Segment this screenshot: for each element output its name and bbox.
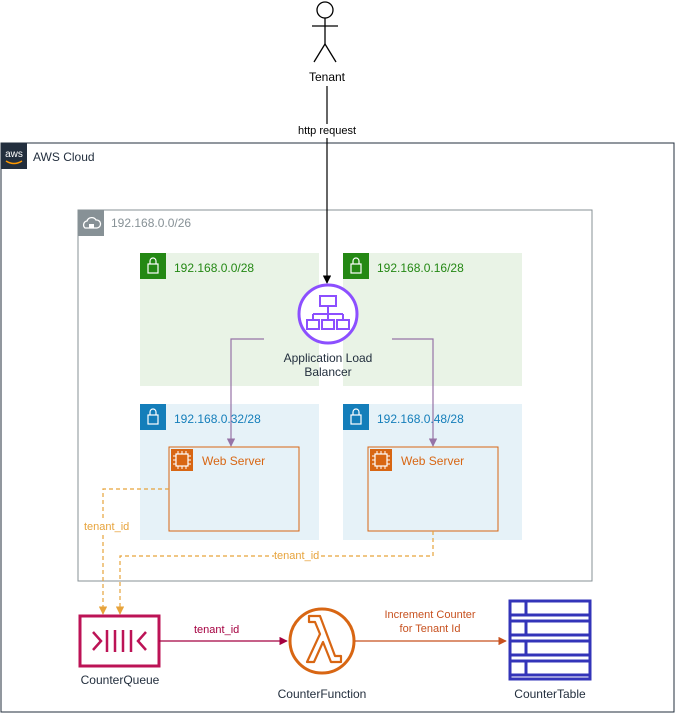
ec2-instance-icon [171, 449, 193, 471]
web-server-2-label: Web Server [401, 454, 465, 468]
web-server-1-label: Web Server [202, 454, 266, 468]
alb-to-web-server-1-edge [226, 338, 264, 447]
application-load-balancer-icon [297, 283, 359, 345]
private-subnet-lock-icon [343, 404, 369, 430]
vpc-cloud-icon [78, 210, 104, 236]
subnet-public-2-label: 192.168.0.16/28 [377, 261, 464, 275]
svg-text:aws: aws [5, 149, 23, 160]
aws-cloud-label: AWS Cloud [33, 150, 95, 164]
public-subnet-lock-icon [140, 253, 166, 279]
private-subnet-lock-icon [140, 404, 166, 430]
subnet-private-2-label: 192.168.0.48/28 [377, 412, 464, 426]
lambda-function-icon [288, 607, 356, 675]
alb-to-web-server-2-edge [392, 338, 438, 447]
web-server-2-to-queue-edge [115, 531, 434, 615]
tenant-id-left-label: tenant_id [84, 520, 130, 534]
ec2-instance-icon [370, 449, 392, 471]
subnet-public-1-label: 192.168.0.0/28 [174, 261, 255, 275]
subnet-private-1 [140, 404, 319, 540]
function-label: CounterFunction [277, 687, 367, 701]
sqs-queue-icon [78, 614, 161, 668]
table-label: CounterTable [514, 687, 586, 701]
vpc-group [77, 209, 593, 582]
http-request-label: http request [283, 124, 371, 138]
vpc-label: 192.168.0.0/26 [111, 216, 192, 230]
load-balancer-label-line1: Application Load [283, 351, 373, 365]
web-server-1-to-queue-edge [98, 488, 169, 615]
function-to-table-label-line1: Increment Counter [384, 609, 476, 621]
dynamodb-table-icon [508, 599, 592, 681]
subnet-private-1-label: 192.168.0.32/28 [174, 412, 261, 426]
tenant-label: Tenant [308, 70, 346, 84]
function-to-table-label-line2: for Tenant Id [399, 623, 461, 635]
queue-to-function-label: tenant_id [194, 624, 240, 636]
load-balancer-label-line2: Balancer [304, 365, 352, 379]
subnet-public-1 [140, 253, 319, 386]
queue-label: CounterQueue [80, 673, 160, 687]
aws-logo-icon: aws [1, 143, 27, 169]
tenant-actor-icon [312, 1, 338, 63]
tenant-id-right-label: tenant_id [274, 549, 320, 563]
aws-cloud-group [0, 142, 675, 713]
public-subnet-lock-icon [343, 253, 369, 279]
